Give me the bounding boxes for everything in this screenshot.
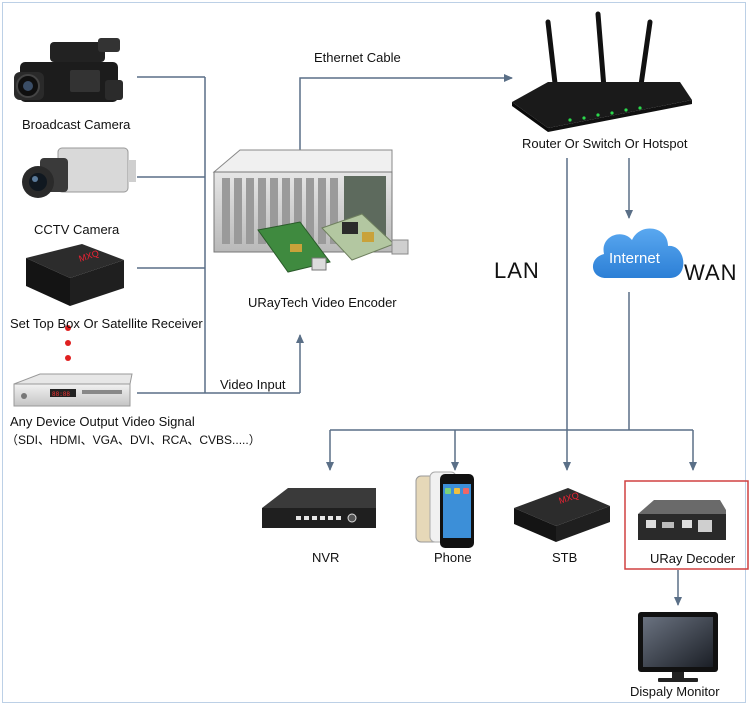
encoder-card-power-icon [321, 213, 409, 261]
cctv-camera-icon [22, 147, 136, 198]
internet-label: Internet [609, 250, 661, 267]
lan-label: LAN [494, 258, 540, 283]
more-devices-dots [65, 325, 71, 361]
cctv-camera-label: CCTV Camera [34, 222, 120, 237]
set-top-box-label: Set Top Box Or Satellite Receiver [10, 316, 203, 331]
ethernet-cable-label: Ethernet Cable [314, 50, 401, 65]
monitor-icon [638, 612, 718, 682]
decoder-icon [638, 500, 726, 540]
stb-label: STB [552, 550, 578, 565]
monitor-label: Dispaly Monitor [630, 684, 720, 699]
video-input-label: Video Input [220, 377, 286, 392]
encoder-label: URayTech Video Encoder [248, 295, 397, 310]
decoder-highlight-box [624, 480, 749, 570]
phone-label: Phone [434, 550, 472, 565]
router-label: Router Or Switch Or Hotspot [522, 136, 688, 151]
decoder-label: URay Decoder [650, 551, 736, 566]
connection-lines [137, 74, 697, 606]
nvr-label: NVR [312, 550, 340, 565]
svg-text:88:88: 88:88 [52, 391, 70, 398]
set-top-box-icon: MXQ [26, 244, 124, 306]
internet-cloud-icon [592, 228, 684, 278]
nvr-icon [262, 488, 376, 528]
encoder-card-green-icon [257, 221, 331, 273]
wan-label: WAN [684, 260, 738, 285]
any-device-icon: 88:88 [13, 373, 133, 407]
router-icon [512, 11, 692, 132]
broadcast-camera-icon [14, 38, 123, 102]
broadcast-camera-label: Broadcast Camera [22, 117, 131, 132]
any-device-label: Any Device Output Video Signal [10, 414, 195, 429]
ethernet-arrow [299, 74, 513, 152]
phone-icon [415, 471, 474, 548]
stb-icon: MXQ [514, 488, 610, 542]
any-device-formats-label: （SDI、HDMI、VGA、DVI、RCA、CVBS.....） [6, 433, 261, 447]
